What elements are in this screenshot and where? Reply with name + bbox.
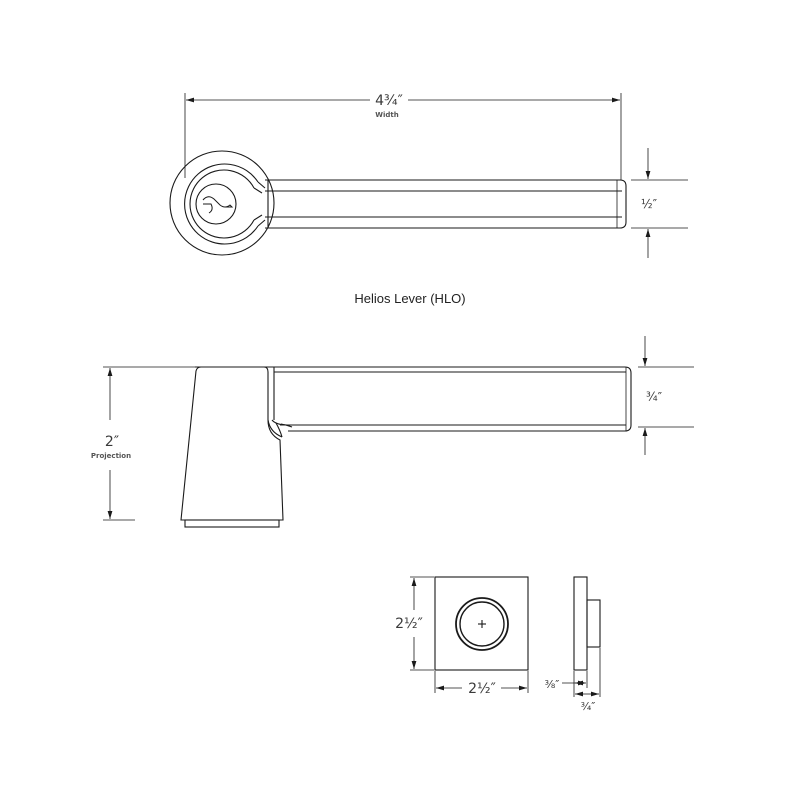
base-flange bbox=[184, 519, 280, 528]
rose-outer-circle bbox=[169, 150, 275, 256]
lever-neck-outline bbox=[184, 163, 259, 245]
rose-side-view bbox=[562, 576, 601, 697]
rose-width-dimension-text: 2½″ bbox=[468, 681, 496, 697]
lever-thickness-dimension-text: ¾″ bbox=[646, 390, 663, 404]
lever-neck-inner-outline bbox=[189, 169, 255, 239]
product-title: Helios Lever (HLO) bbox=[354, 291, 465, 306]
keyway-icon bbox=[202, 196, 234, 214]
rose-ring-outer bbox=[455, 597, 509, 651]
total-thickness-dimension-text: ¾″ bbox=[581, 700, 596, 713]
lever-arm bbox=[195, 366, 632, 432]
lever-base-body bbox=[180, 366, 284, 521]
rose-ring-inner bbox=[459, 601, 505, 647]
width-label: Width bbox=[375, 111, 398, 119]
width-dimension-text: 4¾″ bbox=[375, 93, 403, 109]
projection-label: Projection bbox=[91, 452, 131, 460]
lever-handle-outer bbox=[265, 179, 627, 229]
half-inch-dimension-text: ½″ bbox=[641, 197, 658, 211]
key-cylinder bbox=[195, 183, 237, 225]
projection-dimension-text: 2″ bbox=[105, 434, 119, 450]
top-view bbox=[169, 93, 688, 258]
rose-front-view bbox=[410, 576, 529, 693]
rose-height-dimension-text: 2½″ bbox=[395, 616, 423, 632]
square-rose-plate bbox=[434, 576, 529, 671]
rose-plate-profile bbox=[573, 576, 588, 671]
plate-thickness-dimension-text: ⅜″ bbox=[545, 678, 560, 691]
side-view bbox=[103, 336, 694, 528]
rose-boss-profile bbox=[586, 599, 601, 648]
